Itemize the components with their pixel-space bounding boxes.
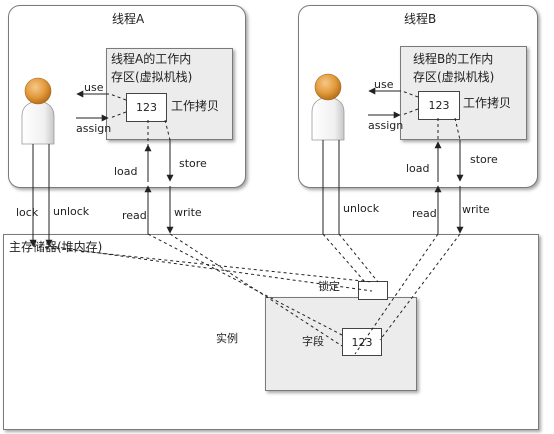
unlock-b-connector [338, 233, 379, 283]
thread-a-work-memory-line2: 存区(虚拟机栈) [111, 70, 193, 84]
thread-b-store-label: store [470, 153, 498, 166]
thread-a-store-label: store [179, 157, 207, 170]
thread-a-copy-value: 123 [126, 93, 167, 122]
thread-b-work-memory-line1: 线程B的工作内 [413, 52, 494, 66]
lock-b-connector [322, 233, 366, 283]
read-a-connector [147, 233, 343, 336]
thread-a-copy-label: 工作拷贝 [171, 99, 220, 113]
thread-b-use-link [401, 90, 419, 98]
write-b-op-label: write [462, 203, 490, 216]
unlock-a-op-label: unlock [53, 205, 90, 218]
thread-b-copy-label: 工作拷贝 [463, 96, 512, 110]
thread-a-store-link [164, 119, 171, 141]
write-a-op-label: write [174, 206, 202, 219]
thread-b-title: 线程B [404, 12, 437, 26]
lock-marker [358, 281, 388, 300]
instance-label: 实例 [216, 332, 238, 345]
thread-b-assign-label: assign [368, 119, 404, 132]
unlock-a-connector [48, 245, 373, 292]
lock-label: 锁定 [318, 280, 340, 293]
read-b-connector [354, 233, 439, 355]
instance-box [265, 297, 417, 391]
read-a-op-label: read [122, 209, 147, 222]
thread-a-use-link [109, 93, 127, 101]
thread-a-load-label: load [114, 165, 138, 178]
thread-a-use-label: use [84, 81, 104, 94]
thread-b-work-memory-line2: 存区(虚拟机栈) [413, 70, 495, 84]
write-a-connector [169, 233, 343, 347]
lock-op-label: lock [16, 206, 39, 219]
unlock-b-op-label: unlock [343, 202, 380, 215]
write-b-connector [379, 233, 461, 341]
thread-b-use-label: use [374, 78, 394, 91]
thread-b-assign-link [401, 108, 419, 116]
thread-b-store-link [454, 117, 461, 141]
field-label: 字段 [302, 335, 324, 348]
thread-a-assign-label: assign [76, 122, 112, 135]
thread-b-copy-value: 123 [418, 91, 460, 120]
person-b-icon [311, 73, 345, 141]
thread-a-work-memory-line1: 线程A的工作内 [111, 52, 192, 66]
thread-b-load-label: load [406, 162, 430, 175]
field-value-box: 123 [342, 328, 382, 356]
thread-a-assign-link [109, 111, 127, 119]
person-a-icon [21, 77, 55, 145]
read-b-op-label: read [412, 207, 437, 220]
thread-a-title: 线程A [112, 12, 145, 26]
lock-a-connector [32, 245, 373, 283]
